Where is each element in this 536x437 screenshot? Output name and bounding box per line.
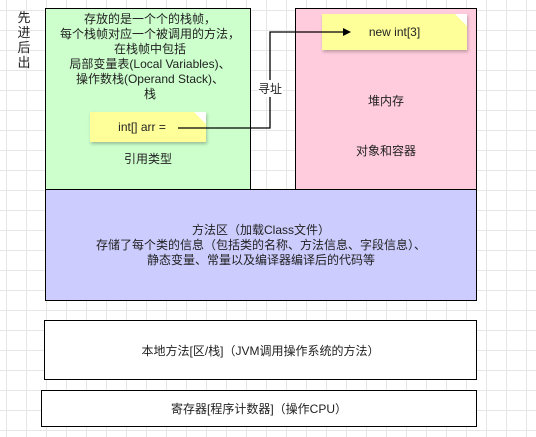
addressing-arrowhead [343, 28, 351, 36]
stack-description: 存放的是一个个的栈帧， 每个栈帧对应一个被调用的方法， 在栈帧中包括 局部变量表… [52, 12, 248, 102]
heap-title: 堆内存 [367, 94, 404, 108]
lifo-char: 先 [17, 10, 31, 25]
method-area: 方法区（加载Class文件） 存储了每个类的信息（包括类的名称、方法信息、字段信… [45, 189, 477, 301]
stack-description-line: 存放的是一个个的栈帧， [83, 12, 216, 26]
native-method-label: 本地方法[区/栈]（JVM调用操作系统的方法） [141, 343, 380, 358]
stack-region [45, 8, 251, 190]
reference-note-text: int[] arr = [118, 120, 166, 134]
stack-description-line: 局部变量表(Local Variables)、 [69, 57, 231, 71]
lifo-char: 出 [17, 55, 31, 70]
method-area-line: 方法区（加载Class文件） [191, 222, 330, 237]
stack-description-line: 每个栈帧对应一个被调用的方法， [59, 27, 240, 41]
stack-caption: 引用类型 [123, 152, 172, 166]
method-area-line: 静态变量、常量以及编译器编译后的代码等 [146, 252, 375, 267]
addressing-label: 寻址 [257, 80, 284, 97]
stack-description-line: 操作数栈(Operand Stack)、 [75, 72, 225, 86]
lifo-label: 先 进 后 出 [16, 10, 32, 70]
native-method-area: 本地方法[区/栈]（JVM调用操作系统的方法） [44, 320, 477, 380]
stack-description-line: 在栈帧中包括 [113, 42, 186, 56]
stack-description-line: 栈 [143, 87, 156, 101]
lifo-char: 后 [17, 40, 31, 55]
method-area-line: 存储了每个类的信息（包括类的名称、方法信息、字段信息）、 [95, 237, 426, 252]
register-area: 寄存器[程序计数器]（操作CPU） [41, 390, 477, 427]
reference-note: int[] arr = [90, 112, 206, 142]
register-label: 寄存器[程序计数器]（操作CPU） [170, 402, 347, 416]
lifo-char: 进 [17, 25, 31, 40]
heap-subtitle: 对象和容器 [355, 144, 416, 158]
array-note-text: new int[3] [368, 25, 421, 39]
